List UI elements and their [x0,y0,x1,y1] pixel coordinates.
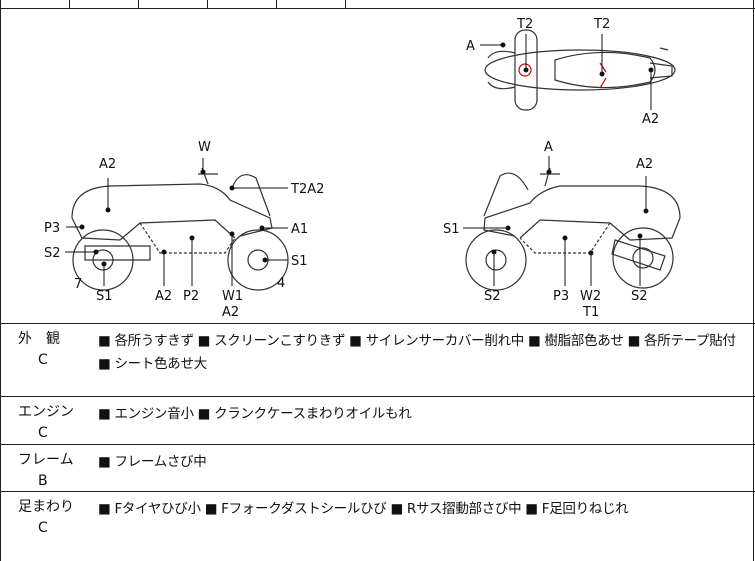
condition-notes: ■ フレームさび中 [98,454,207,470]
callout-label: A [544,140,553,155]
callout-label: 4 [277,276,285,291]
scooter-diagram-svg: A T2 T2 A2 [44,17,681,320]
grade-label: B [38,473,48,489]
callout-label: A2 [99,157,116,172]
grade-label: C [38,520,48,536]
callout-label: A [466,39,475,54]
callout-label: A2 [642,112,659,127]
condition-notes: ■ エンジン音小 ■ クランクケースまわりオイルもれ [98,406,412,422]
callout-label: S2 [484,289,501,304]
callout-label: W [198,140,211,155]
row-engine: エンジン C ■ エンジン音小 ■ クランクケースまわりオイルもれ [0,397,755,445]
callout-label: S1 [96,289,113,304]
category-label: エンジン [18,404,74,420]
callout-label: W1 [222,289,243,304]
table-top-strip [0,0,755,9]
grade-label: C [38,425,48,441]
row-suspension: 足まわり C ■ Fタイヤひび小 ■ Fフォークダストシールひび ■ Rサス摺動… [0,492,755,561]
callout-label: P2 [183,289,199,304]
row-exterior: 外 観 C ■ 各所うすきず ■ スクリーンこすりきず ■ サイレンサーカバー削… [0,324,755,397]
callout-label: S2 [44,246,61,261]
damage-diagram: A T2 T2 A2 [0,8,755,324]
callout-label: T2A2 [290,182,324,197]
top-view-callouts [480,34,654,110]
callout-label: S1 [291,254,308,269]
callout-label: W2 [580,289,601,304]
callout-label: A2 [636,157,653,172]
condition-notes: ■ Fタイヤひび小 ■ Fフォークダストシールひび ■ Rサス摺動部さび中 ■ … [98,501,629,517]
callout-label: A1 [291,222,308,237]
callout-label: T1 [582,305,599,320]
category-label: フレーム [18,452,74,468]
scooter-top-view [484,29,676,111]
right-view-callouts [463,156,649,286]
callout-label: S1 [443,222,460,237]
category-label: 足まわり [18,499,74,515]
category-label: 外 観 [18,331,60,347]
grade-label: C [38,352,48,368]
callout-label: S2 [631,289,648,304]
callout-label: P3 [44,221,60,236]
callout-label: A2 [155,289,172,304]
row-frame: フレーム B ■ フレームさび中 [0,445,755,492]
scooter-right-view [465,167,681,291]
left-view-callouts [65,158,288,286]
condition-notes: ■ 各所うすきず ■ スクリーンこすりきず ■ サイレンサーカバー削れ中 ■ 樹… [98,333,736,372]
callout-label: A2 [222,305,239,320]
callout-label: T2 [516,17,533,32]
callout-label: 7 [74,277,82,292]
callout-label: T2 [593,17,610,32]
callout-label: P3 [553,289,569,304]
